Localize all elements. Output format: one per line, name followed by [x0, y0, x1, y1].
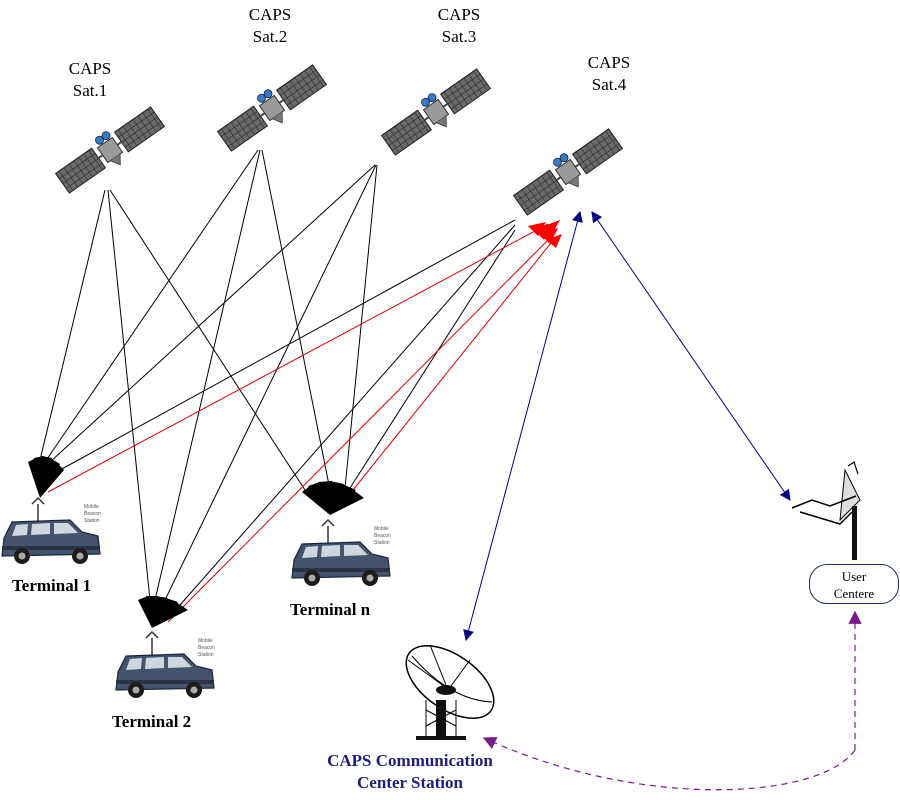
center-station-line2: Center Station	[357, 773, 463, 792]
user-centre-dish-icon	[791, 461, 861, 560]
terminal-2-antenna-fan	[138, 596, 188, 628]
satellite-1-icon	[51, 100, 169, 200]
terminal-n-vehicle-icon	[291, 519, 392, 587]
satellite-4-sub: Sat.4	[591, 75, 627, 94]
satellite-4-name: CAPS	[587, 53, 631, 72]
satellite-1-sub: Sat.1	[72, 81, 108, 100]
terminal-1-label: Terminal 1	[12, 576, 92, 595]
satellite-4-icon	[509, 122, 627, 222]
satellite-1-name: CAPS	[68, 59, 112, 78]
center-station-dish-icon	[405, 644, 495, 740]
terminal-n-antenna-fan	[302, 481, 364, 515]
center-station-label: CAPS Communication Center Station	[300, 750, 520, 794]
satellite-2-label: CAPS Sat.2	[240, 4, 300, 48]
user-centre-line1: User	[841, 569, 867, 584]
satellite-2-name: CAPS	[248, 5, 292, 24]
terminal-2-label: Terminal 2	[112, 712, 192, 731]
user-to-center-dashed-link	[482, 736, 856, 791]
sat4-to-user-link	[591, 211, 791, 501]
satellite-3-icon	[377, 62, 495, 162]
terminal-1-vehicle-icon	[1, 497, 102, 565]
user-centre-box: User Centere	[809, 564, 899, 604]
satellite-2-sub: Sat.2	[252, 27, 288, 46]
satellite-1-label: CAPS Sat.1	[60, 58, 120, 102]
terminal-1-antenna-fan	[28, 456, 64, 498]
satellite-3-label: CAPS Sat.3	[429, 4, 489, 48]
terminal-n-label: Terminal n	[290, 600, 371, 619]
sat4-to-center-link	[463, 210, 583, 642]
satellite-3-name: CAPS	[437, 5, 481, 24]
satellite-4-label: CAPS Sat.4	[579, 52, 639, 96]
user-centre-line2: Centere	[833, 586, 875, 601]
center-station-line1: CAPS Communication	[327, 751, 493, 770]
terminal-2-vehicle-icon	[115, 631, 216, 699]
satellite-2-icon	[213, 58, 331, 158]
uplink-arrows	[528, 220, 562, 248]
satellite-3-sub: Sat.3	[441, 27, 477, 46]
